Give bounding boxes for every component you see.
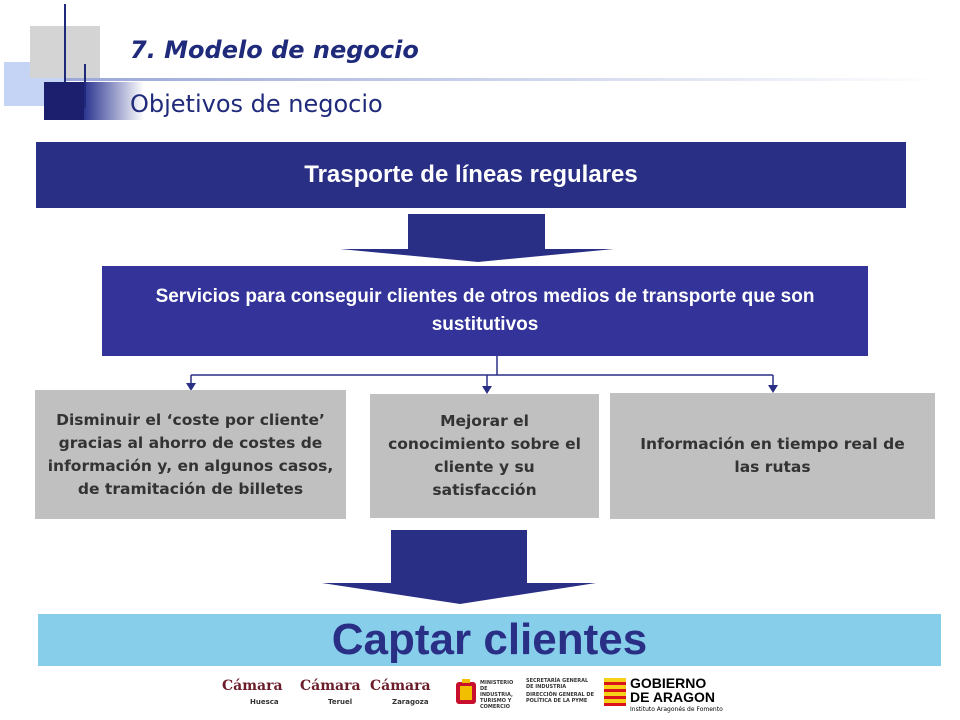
logo-secretaria-text: SECRETARÍA GENERAL DE INDUSTRIA [526, 678, 589, 690]
down-arrow-2 [322, 530, 596, 604]
slide-subtitle: Objetivos de negocio [130, 90, 383, 118]
coat-of-arms-icon [456, 679, 476, 704]
middle-box-services: Servicios para conseguir clientes de otr… [102, 266, 868, 356]
top-box-transport: Trasporte de líneas regulares [36, 142, 906, 208]
result-box-captar-clientes: Captar clientes [38, 614, 941, 666]
connector-arrowhead-left [186, 383, 196, 391]
aragon-flag-icon [604, 678, 626, 706]
logo-instituto-text: Instituto Aragonés de Fomento [630, 706, 723, 713]
logo-camara-name: Cámara [370, 678, 431, 694]
logo-direccion-text: DIRECCIÓN GENERAL DE POLÍTICA DE LA PYME [526, 692, 594, 704]
objective-box-knowledge: Mejorar el conocimiento sobre el cliente… [370, 394, 599, 518]
objective-box-cost: Disminuir el ‘coste por cliente’ gracias… [35, 390, 346, 519]
slide-title: 7. Modelo de negocio [130, 36, 419, 64]
objective-box-realtime: Información en tiempo real de las rutas [610, 393, 935, 519]
down-arrow-1 [340, 214, 614, 262]
footer-logos: Cámara Huesca Cámara Teruel Cámara Zarag… [222, 674, 742, 716]
logo-ministerio-text: MINISTERIO DE INDUSTRIA, TURISMO Y COMER… [480, 680, 514, 710]
connector-tree [190, 356, 774, 388]
connector-arrowhead-center [482, 386, 492, 394]
corner-decoration-line [84, 64, 86, 108]
corner-decoration-line [64, 4, 66, 82]
logo-camara-city: Huesca [250, 698, 279, 706]
logo-camara-city: Teruel [328, 698, 353, 706]
logo-camara-city: Zaragoza [392, 698, 429, 706]
logo-gobierno-line2: DE ARAGON [630, 689, 716, 705]
header-rule [64, 78, 944, 81]
logo-camara-name: Cámara [300, 678, 361, 694]
corner-decoration-gradient [84, 82, 144, 120]
corner-decoration-navy-square [44, 82, 84, 120]
logo-gobierno-line1: GOBIERNO [630, 675, 707, 691]
logo-camara-name: Cámara [222, 678, 283, 694]
connector-arrowhead-right [768, 385, 778, 393]
